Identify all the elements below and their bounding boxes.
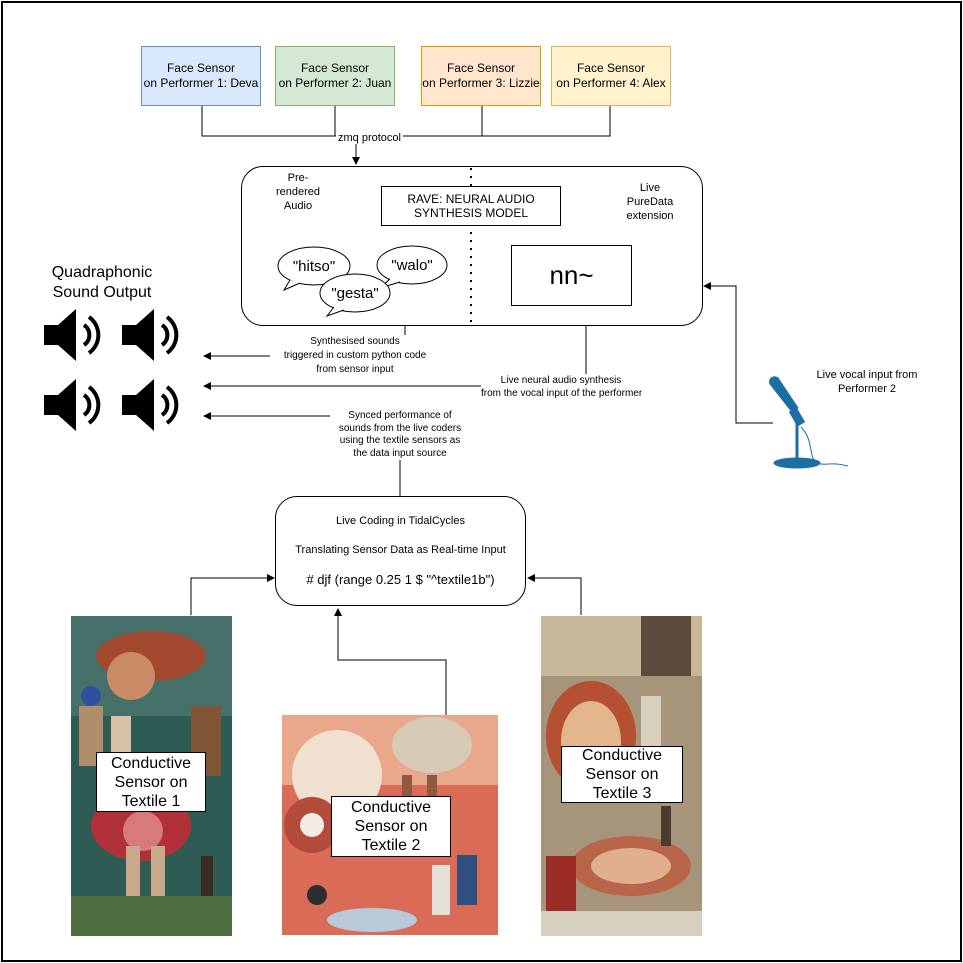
bubble-gesta: "gesta" [319,273,391,318]
sensor-performer: on Performer 2: Juan [278,76,392,90]
bubble-walo: "walo" [376,245,448,289]
vocal-input-label: Live vocal input from Performer 2 [816,369,918,395]
sensor-bus-line [201,106,611,137]
textile3-arrow [527,574,582,615]
speaker-icon [120,307,179,363]
textile-3-label: Conductive Sensor on Textile 3 [561,746,683,803]
microphone-icon [769,376,849,469]
sensor-performer: on Performer 4: Alex [556,76,666,90]
prerendered-audio-label: Pre- rendered Audio [275,172,321,212]
vocal-arrow [703,282,773,424]
sensor-label: Face Sensor [576,61,646,75]
speech-bubbles: "hitso" "walo" "gesta" [277,245,448,318]
textile2-arrow [334,608,447,715]
face-sensor-1: Face Sensor on Performer 1: Deva [141,46,261,106]
zmq-protocol-label: zmq protocol [336,132,403,144]
speaker-icon [42,307,101,363]
sensor-performer: on Performer 3: Lizzie [422,76,540,90]
speaker-group [42,307,179,433]
synthesised-sounds-label: Synthesised sounds triggered in custom p… [270,335,440,377]
sensor-label: Face Sensor [300,61,370,75]
face-sensor-4: Face Sensor on Performer 4: Alex [551,46,671,106]
face-sensor-2: Face Sensor on Performer 2: Juan [275,46,395,106]
tidalcycles-box [275,496,526,606]
textile-2-label: Conductive Sensor on Textile 2 [331,796,451,857]
speaker-icon [42,377,101,433]
synced-performance-label: Synced performance of sounds from the li… [330,410,470,460]
bubble-gesta-text: "gesta" [331,285,378,302]
sensor-label: Face Sensor [166,61,236,75]
synthesis-box [241,166,703,326]
speaker-icon [120,377,179,433]
quadraphonic-title: Quadraphonic Sound Output [51,264,153,301]
textile1-arrow [190,574,275,615]
bubble-hitso-text: "hitso" [293,258,335,275]
nn-object-box: nn~ [511,245,632,306]
tidal-title: Live Coding in TidalCycles [335,515,465,527]
rave-model-box: RAVE: NEURAL AUDIO SYNTHESIS MODEL [381,186,561,226]
sensor-performer: on Performer 1: Deva [143,76,259,90]
live-neural-synthesis-label: Live neural audio synthesis from the voc… [481,374,643,400]
bubble-walo-text: "walo" [391,257,433,274]
sensor-label: Face Sensor [446,61,516,75]
tidal-code: # djf (range 0.25 1 $ "^textile1b") [306,572,495,587]
tidal-subtitle: Translating Sensor Data as Real-time Inp… [295,544,506,556]
live-puredata-label: Live PureData extension [626,182,674,222]
textile-1-label: Conductive Sensor on Textile 1 [96,752,206,812]
face-sensor-3: Face Sensor on Performer 3: Lizzie [421,46,541,106]
bubble-hitso: "hitso" [277,246,351,292]
